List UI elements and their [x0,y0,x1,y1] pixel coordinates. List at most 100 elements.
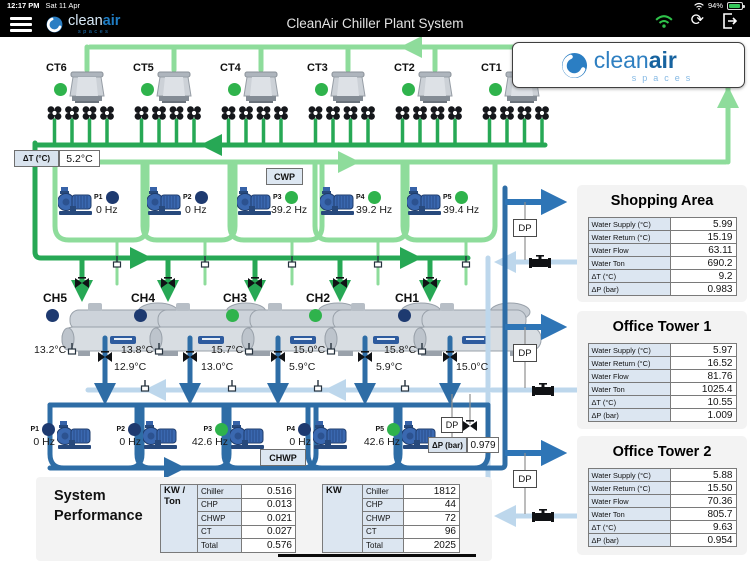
zone-row-value: 9.2 [669,269,737,283]
chiller-status-dot [46,309,59,322]
brand-air: air [102,12,121,29]
zone-row-value: 10.55 [669,395,737,409]
chiller-status-dot [398,309,411,322]
pump-speed: 0 Hz [289,436,311,448]
zone-table: Water Supply (°C)5.97 Water Return (°C)1… [587,343,737,422]
zone-row-label: Water Return (°C) [587,356,671,370]
pump-speed: 42.6 Hz [191,436,228,448]
cwp-pump-3: P3 [273,191,298,204]
status-date: Sat 11 Apr [45,1,80,10]
chiller-status-dot [309,309,322,322]
zone-card-shopping: Shopping Area Water Supply (°C)5.99 Wate… [577,185,747,302]
perf-row-label: CHP [362,497,404,512]
perf-row-label: CT [197,524,242,539]
zone-row-label: Water Ton [587,507,671,521]
chiller-temp-in: 15.7°C [211,344,244,356]
chiller-temp-out: 15.0°C [456,361,489,373]
zone-title: Shopping Area [610,193,714,209]
logo-card-air: air [648,47,677,73]
brand-spaces: spaces [77,28,111,35]
tower-status-dot [489,83,502,96]
perf-row-value: 96 [403,524,460,539]
pump-id: P2 [116,426,125,433]
tower-label: CT5 [133,62,154,74]
pump-status-dot [105,191,119,204]
dp-box-tower1: DP [513,344,537,362]
pump-id: P2 [183,194,192,201]
zone-row-label: Water Supply (°C) [587,468,671,482]
zone-table: Water Supply (°C)5.99 Water Return (°C)1… [587,217,737,296]
delta-p-label: ΔP (bar) [428,437,467,453]
tower-label: CT1 [481,62,502,74]
zone-row-label: Water Flow [587,369,671,383]
tower-status-dot [402,83,415,96]
pump-speed: 0 Hz [96,204,118,216]
perf-row-value: 0.516 [241,484,296,499]
chilled-supply-pipes [47,185,508,479]
chiller-temp-in: 13.2°C [34,344,67,356]
chiller-temp-in: 13.8°C [121,344,154,356]
perf-row-label: CT [362,524,404,539]
tower-label: CT3 [307,62,328,74]
perf-row-value: 0.013 [241,497,296,512]
pump-speed: 0 Hz [185,204,207,216]
cwp-pump-1: P1 [94,191,119,204]
zone-row-value: 81.76 [669,369,737,383]
fan-icons [47,106,550,120]
status-wifi-icon [694,2,704,10]
pump-speed: 0 Hz [33,436,55,448]
logo-card: cleanair spaces [512,42,745,88]
perf-row-value: 0.021 [241,511,296,526]
chiller-status-dot [226,309,239,322]
chwp-pump-3: P3 [198,423,228,436]
cwp-pump-4: P4 [356,191,381,204]
tower-status-dot [141,83,154,96]
chiller-temp-out: 5.9°C [376,361,403,373]
chwp-label-box: CHWP [260,449,306,466]
logout-button[interactable] [722,13,738,29]
zone-row-value: 690.2 [669,256,737,270]
system-performance-title: System Performance [54,488,143,524]
zone-card-office-tower-2: Office Tower 2 Water Supply (°C)5.88 Wat… [577,436,747,555]
perf-row-label: Total [197,538,242,553]
zone-row-label: ΔP (bar) [587,408,671,422]
zone-row-label: Water Flow [587,494,671,508]
pump-id: P5 [443,194,452,201]
perf-row-label: Chiller [362,484,404,499]
cwp-label-box: CWP [266,168,303,185]
pump-status-dot [128,423,141,436]
zone-supply-arrows [505,188,568,467]
delta-p-value: 0.979 [467,437,499,453]
pump-id: P1 [30,426,39,433]
perf-unit-header: KW / Ton [160,484,198,553]
refresh-button[interactable]: ⟳ [690,12,704,29]
zone-row-value: 16.52 [669,356,737,370]
perf-row-value: 1812 [403,484,460,499]
zone-row-value: 63.11 [669,243,737,257]
battery-icon [727,1,745,10]
perf-row-label: CHWP [362,511,404,526]
zone-row-label: Water Ton [587,382,671,396]
pump-status-dot [367,191,381,204]
tower-status-dot [54,83,67,96]
zone-title: Office Tower 2 [612,444,712,460]
logo-card-icon [561,52,587,78]
chwp-pump-1: P1 [25,423,55,436]
zone-row-value: 1.009 [669,408,737,422]
device-status-bar: 12:17 PM Sat 11 Apr 94% [0,0,750,11]
chiller-label: CH5 [43,291,68,305]
zone-row-value: 0.954 [669,533,737,547]
app-header: cleanair spaces [0,11,750,37]
divider-line [278,554,476,557]
chwp-pump-2: P2 [111,423,141,436]
pump-speed: 39.4 Hz [443,204,480,216]
hamburger-menu-button[interactable] [10,16,32,32]
zone-title: Office Tower 1 [612,319,712,335]
zone-row-label: ΔT (°C) [587,269,671,283]
tower-label: CT4 [220,62,241,74]
chiller-temp-out: 12.9°C [114,361,147,373]
dp-box-tower2: DP [513,470,537,488]
pump-status-dot [42,423,55,436]
